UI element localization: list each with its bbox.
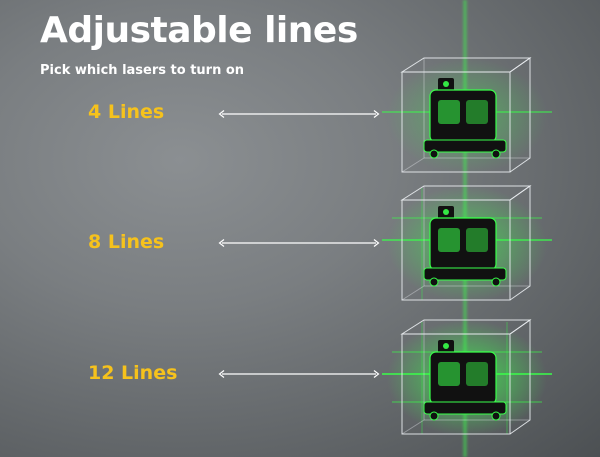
page-title: Adjustable lines: [40, 10, 358, 51]
laser-level-device-icon: [382, 57, 552, 174]
laser-level-device-icon: [382, 185, 552, 302]
double-arrow-icon: [218, 370, 380, 378]
laser-level-device-icon: [382, 319, 552, 436]
double-arrow-icon: [218, 110, 380, 118]
mode-label-12-lines: 12 Lines: [88, 362, 178, 384]
mode-label-4-lines: 4 Lines: [88, 101, 165, 123]
page-subtitle: Pick which lasers to turn on: [40, 63, 245, 78]
double-arrow-icon: [218, 239, 380, 247]
mode-label-8-lines: 8 Lines: [88, 231, 165, 253]
